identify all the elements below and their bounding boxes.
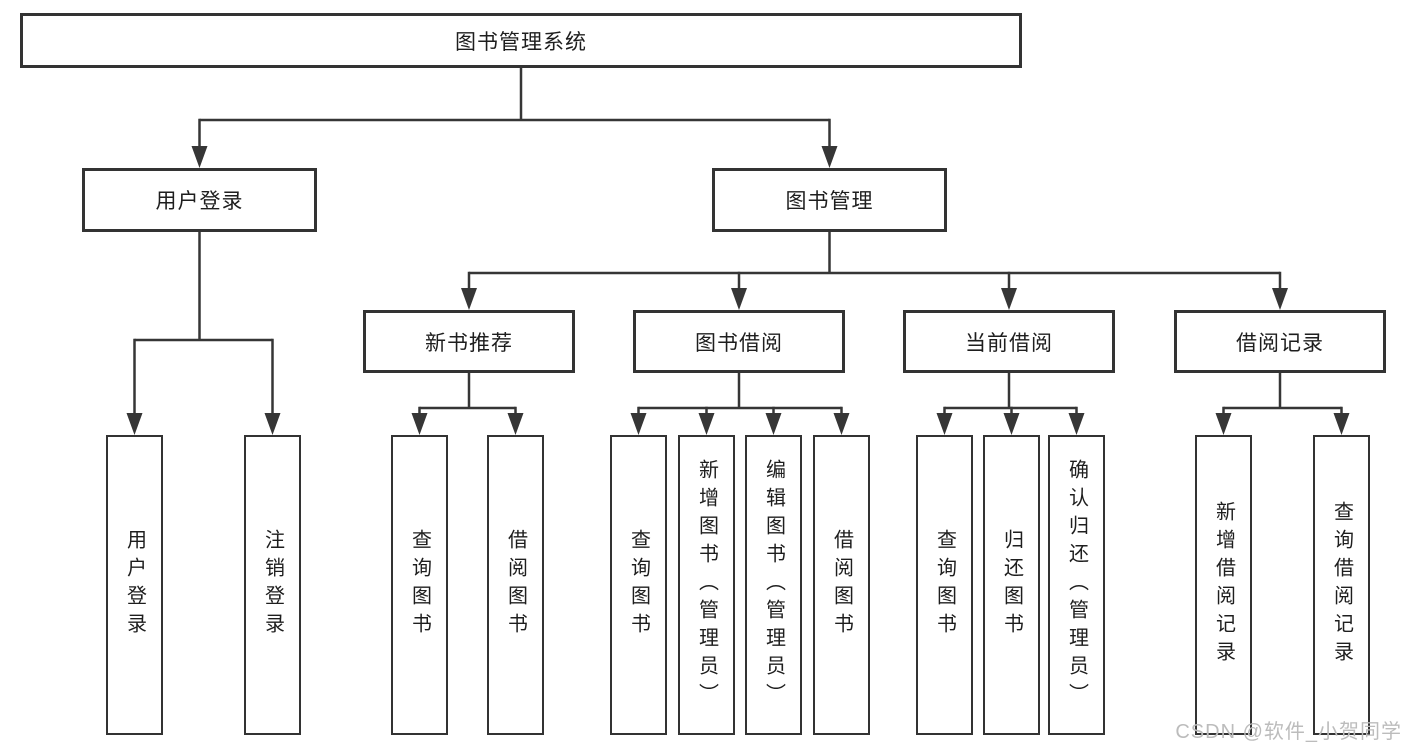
leaf-query-borrow-record: 查询借阅记录 bbox=[1313, 435, 1370, 735]
node-book-management: 图书管理 bbox=[712, 168, 947, 232]
node-label: 新增图书（管理员） bbox=[695, 459, 718, 711]
branch-root bbox=[191, 68, 838, 168]
leaf-query-books-current: 查询图书 bbox=[916, 435, 973, 735]
node-label: 归还图书 bbox=[1000, 529, 1023, 641]
leaf-add-borrow-record: 新增借阅记录 bbox=[1195, 435, 1252, 735]
node-label: 编辑图书（管理员） bbox=[762, 459, 785, 711]
leaf-borrow-books-recommend: 借阅图书 bbox=[487, 435, 544, 735]
node-label: 图书借阅 bbox=[695, 331, 783, 355]
node-label: 图书管理系统 bbox=[455, 30, 587, 54]
leaf-query-books-borrow: 查询图书 bbox=[610, 435, 667, 735]
branch-new-book-recommend bbox=[411, 373, 524, 435]
leaf-user-login: 用户登录 bbox=[106, 435, 163, 735]
node-label: 借阅图书 bbox=[504, 529, 527, 641]
node-label: 查询图书 bbox=[408, 529, 431, 641]
branch-book-borrow bbox=[630, 373, 850, 435]
node-root-system: 图书管理系统 bbox=[20, 13, 1022, 68]
node-label: 查询图书 bbox=[933, 529, 956, 641]
node-label: 图书管理 bbox=[785, 190, 874, 213]
leaf-return-books: 归还图书 bbox=[983, 435, 1040, 735]
node-label: 当前借阅 bbox=[965, 331, 1053, 355]
leaf-add-books-admin: 新增图书（管理员） bbox=[678, 435, 735, 735]
node-new-book-recommend: 新书推荐 bbox=[363, 310, 575, 373]
node-borrow-records: 借阅记录 bbox=[1174, 310, 1386, 373]
leaf-confirm-return-admin: 确认归还（管理员） bbox=[1048, 435, 1105, 735]
node-label: 用户登录 bbox=[123, 529, 146, 641]
branch-borrow-records bbox=[1215, 373, 1350, 435]
branch-book-management bbox=[461, 232, 1288, 310]
node-label: 用户登录 bbox=[155, 190, 244, 213]
node-label: 查询借阅记录 bbox=[1330, 501, 1353, 669]
node-current-borrow: 当前借阅 bbox=[903, 310, 1115, 373]
node-label: 借阅图书 bbox=[830, 529, 853, 641]
leaf-edit-books-admin: 编辑图书（管理员） bbox=[745, 435, 802, 735]
node-label: 确认归还（管理员） bbox=[1065, 459, 1088, 711]
node-label: 借阅记录 bbox=[1236, 331, 1324, 355]
node-label: 新书推荐 bbox=[425, 331, 513, 355]
node-user-login: 用户登录 bbox=[82, 168, 317, 232]
branch-current-borrow bbox=[936, 373, 1085, 435]
node-book-borrow: 图书借阅 bbox=[633, 310, 845, 373]
node-label: 新增借阅记录 bbox=[1212, 501, 1235, 669]
node-label: 查询图书 bbox=[627, 529, 650, 641]
branch-user-login bbox=[126, 232, 281, 435]
leaf-query-books-recommend: 查询图书 bbox=[391, 435, 448, 735]
leaf-borrow-books: 借阅图书 bbox=[813, 435, 870, 735]
leaf-logout: 注销登录 bbox=[244, 435, 301, 735]
node-label: 注销登录 bbox=[261, 529, 284, 641]
